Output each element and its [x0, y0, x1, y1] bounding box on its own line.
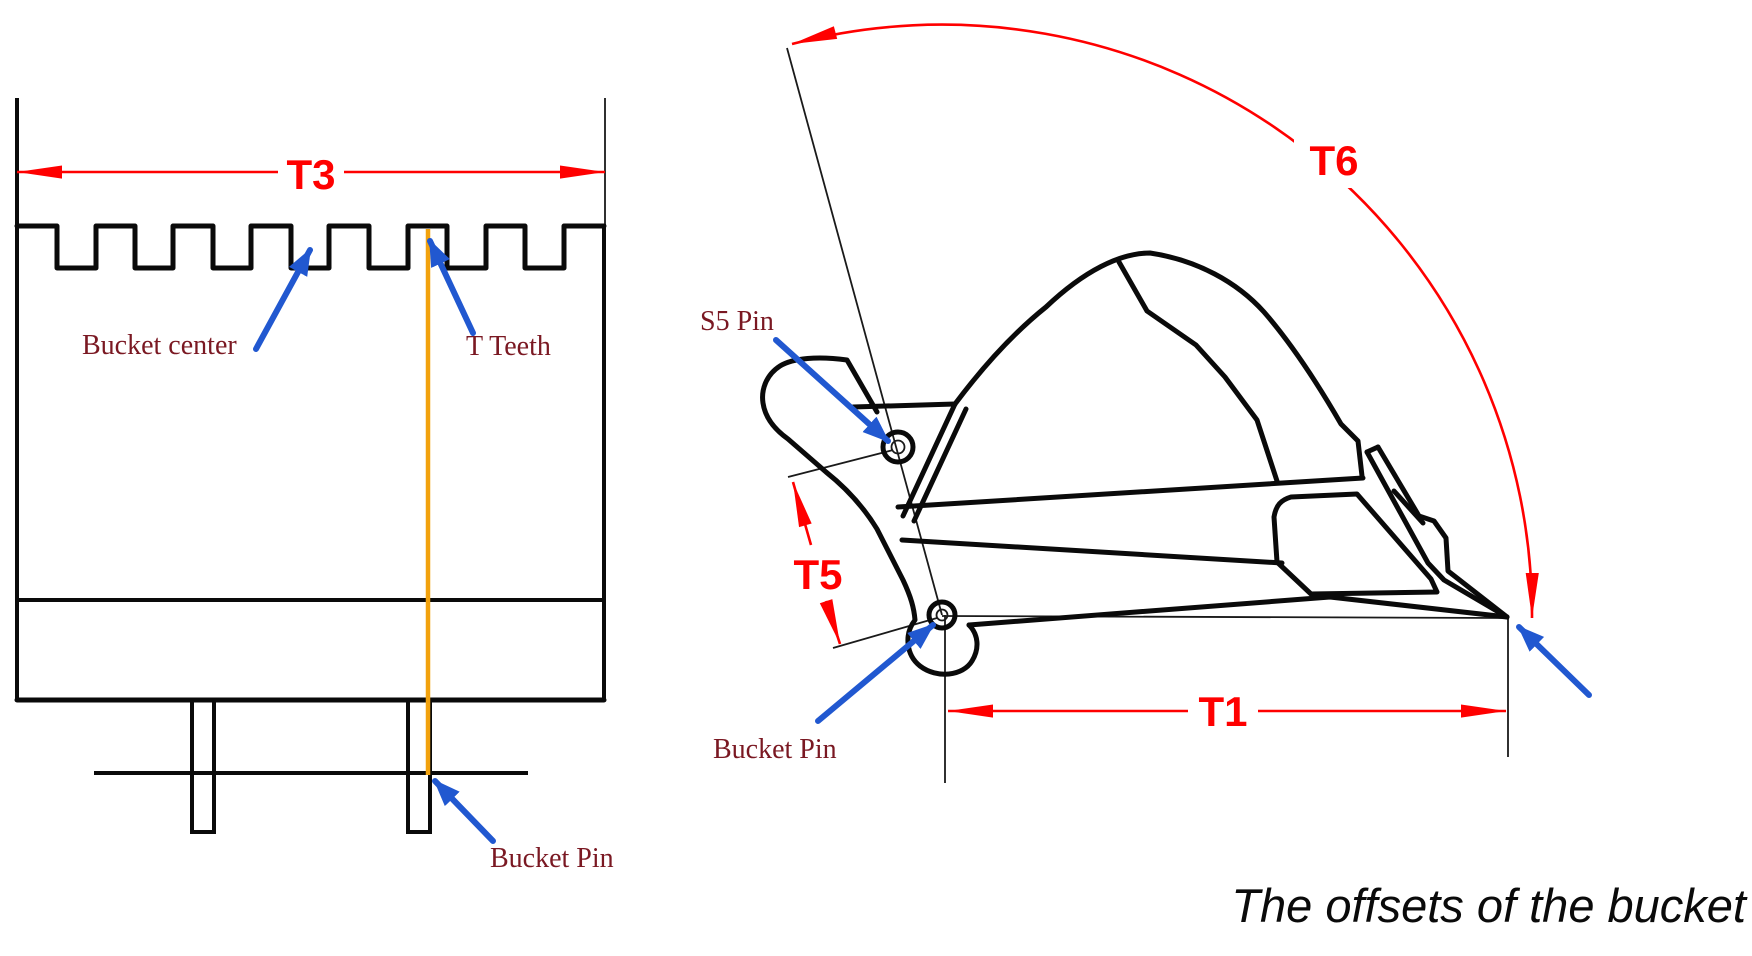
side-view: T6 T5 T1 S5 Pin Bucket Pin — [700, 23, 1592, 783]
bucket-back-arch — [952, 250, 1365, 479]
tip-baseline — [941, 615, 1508, 619]
diagram-caption: The offsets of the bucket — [1231, 879, 1748, 932]
front-view: T3 Bucket center T Teeth Bucket Pin — [14, 98, 614, 874]
t5-label: T5 — [793, 551, 842, 598]
s5-pin-label: S5 Pin — [700, 306, 774, 337]
t6-dimension: T6 — [791, 23, 1539, 619]
t5-dimension: T5 — [791, 481, 843, 645]
t3-dimension: T3 — [17, 151, 605, 198]
side-bucket-pin-arrow — [815, 622, 936, 724]
t6-label-background — [1294, 128, 1374, 188]
floor-band-bottom — [899, 537, 1285, 566]
side-bucket-pin-label: Bucket Pin — [713, 734, 837, 765]
bucket-center-arrow — [253, 247, 313, 352]
front-left-leg — [190, 698, 216, 834]
tooth-adapter-cap — [1364, 444, 1381, 455]
t1-dimension: T1 — [948, 688, 1506, 735]
s5-pin-arrow — [773, 337, 891, 444]
tooth-tip-arrow — [1516, 624, 1592, 698]
bucket-inner-arch — [1116, 259, 1280, 484]
t3-label: T3 — [286, 151, 335, 198]
radial-construction-line — [786, 47, 943, 616]
t1-label: T1 — [1198, 688, 1247, 735]
cutting-edge — [966, 594, 1510, 628]
bracket-top-plate-line — [850, 401, 958, 410]
t6-label: T6 — [1309, 137, 1358, 184]
front-bucket-pin-arrow — [432, 778, 496, 844]
t5-extension-lower — [832, 617, 938, 649]
front-bucket-pin-label: Bucket Pin — [490, 843, 614, 874]
s5-pin — [880, 429, 916, 465]
bucket-teeth-edge — [14, 223, 607, 271]
front-wall-line-a — [900, 401, 958, 519]
t-teeth-label: T Teeth — [466, 331, 551, 362]
bucket-center-label: Bucket center — [82, 330, 237, 361]
floor-band-top — [895, 475, 1366, 510]
t-teeth-arrow — [427, 238, 476, 336]
